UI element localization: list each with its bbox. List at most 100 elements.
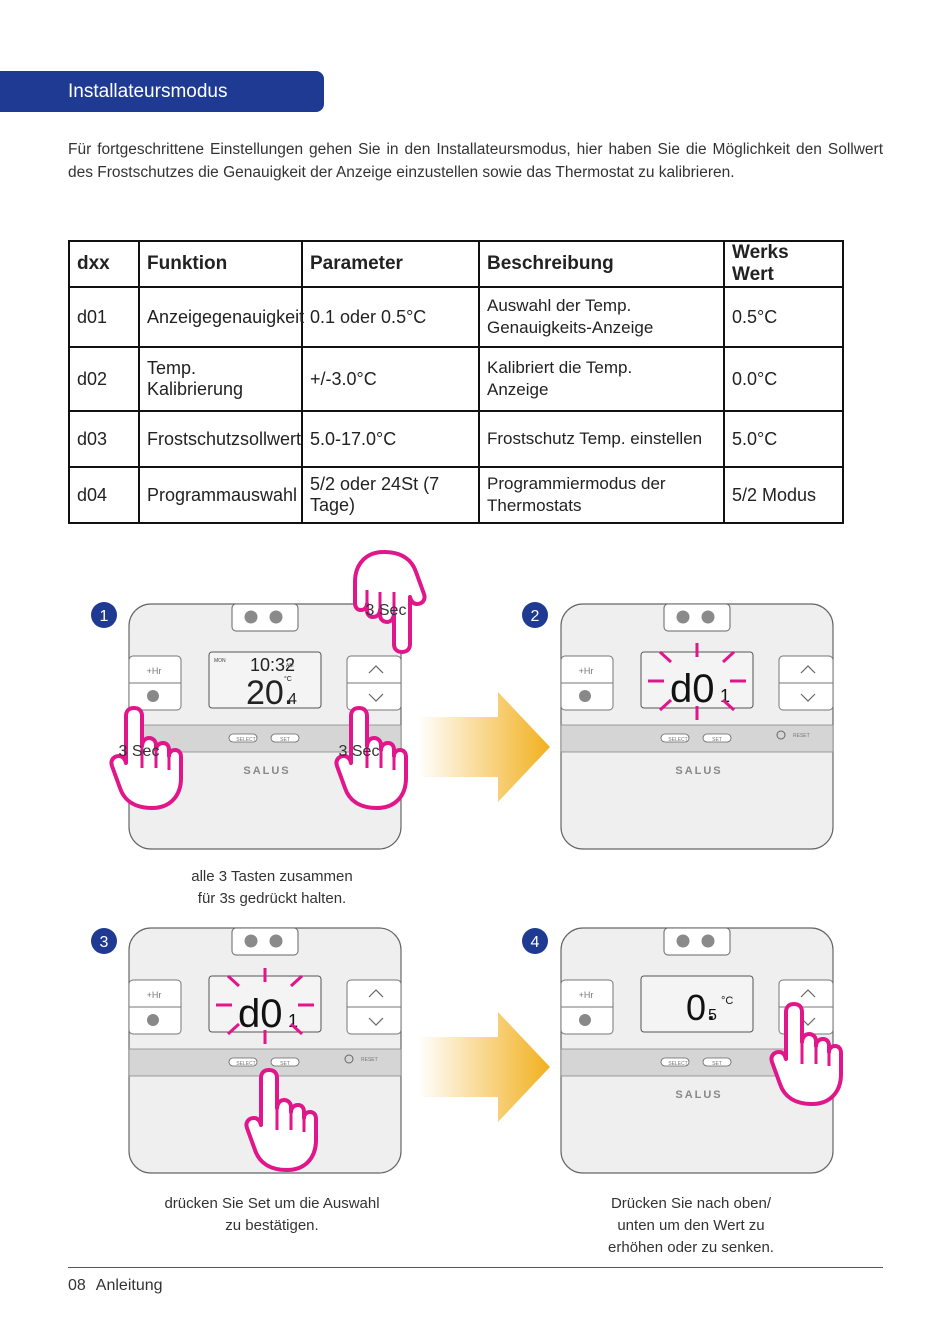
caption-line: zu bestätigen. [225,1217,319,1234]
description-line: Thermostats [487,496,582,515]
reset-label: RESET [361,1057,378,1063]
cell-code: d04 [68,466,140,524]
cell-function: Frostschutzsollwert [138,410,303,468]
hr-label: +Hr [147,666,162,676]
cell-default: 0.0°C [723,346,844,412]
cell-description: Kalibriert die Temp. Anzeige [478,346,725,412]
step-4-illustration: 4 +Hr SELECT SET SALUS 0. 5 °C [418,927,843,1174]
display-code: d0 [670,667,715,711]
cell-code: d01 [68,286,140,348]
cell-parameter: 5.0-17.0°C [301,410,480,468]
hr-label: +Hr [579,990,594,1000]
reset-button [344,1054,354,1064]
brand-logo: SALUS [675,1089,722,1101]
arrow-right-icon [418,692,550,802]
step-3-illustration: 3 +Hr SELECT SET RESET d0 1 [91,927,402,1174]
cell-parameter: 0.1 oder 0.5°C [301,286,480,348]
set-label: SET [280,737,290,743]
step-number: 1 [100,608,109,625]
table-row: d03 Frostschutzsollwert 5.0-17.0°C Frost… [68,410,844,468]
display-temp: 20. [246,674,293,712]
hr-label: +Hr [147,990,162,1000]
step-number-badge [522,602,548,628]
cell-parameter: 5/2 oder 24St (7 Tage) [301,466,480,524]
set-label: SET [712,1061,722,1067]
header-funktion: Funktion [138,240,303,288]
cell-description: Frostschutz Temp. einstellen [478,410,725,468]
step-3-caption: drücken Sie Set um die Auswahl zu bestät… [140,1193,404,1237]
caption-line: für 3s gedrückt halten. [197,890,347,907]
flash-rays-icon [648,643,746,720]
footer-divider [68,1267,883,1268]
table-row: d02 Temp. Kalibrierung +/-3.0°C Kalibrie… [68,346,844,412]
display-value-decimal: 5 [708,1007,717,1024]
brand-logo: SALUS [675,765,722,777]
display-unit: °C [721,995,733,1007]
hr-label: +Hr [579,666,594,676]
cell-function: Temp. Kalibrierung [138,346,303,412]
set-label: SET [280,1061,290,1067]
step-1-caption: alle 3 Tasten zusammen für 3s gedrückt h… [150,866,394,910]
display-temp-decimal: 4 [288,691,297,708]
caption-line: unten um den Wert zu [617,1217,765,1234]
display-am: AM [286,663,294,669]
intro-paragraph: Für fortgeschrittene Einstellungen gehen… [68,141,883,181]
footer-label: Anleitung [95,1277,163,1294]
parameter-table: dxx Funktion Parameter Beschreibung Werk… [68,240,844,524]
display-value: 0. [686,987,716,1028]
description-line: Frostschutz Temp. einstellen [487,429,703,448]
description-line: Kalibriert die Temp. [487,358,633,377]
reset-label: RESET [793,733,810,739]
header-werks-wert: Werks Wert [723,240,844,288]
brand-logo: SALUS [243,765,290,777]
cell-code: d02 [68,346,140,412]
display-unit: °C [284,675,292,683]
step-number-badge [91,602,117,628]
step-number-badge [91,928,117,954]
cell-default: 0.5°C [723,286,844,348]
cell-default: 5.0°C [723,410,844,468]
cell-function: Anzeigegenauigkeit [138,286,304,348]
cell-default: 5/2 Modus [723,466,844,524]
display-code-suffix: 1 [720,686,730,706]
cell-function: Programmauswahl [138,466,303,524]
hold-duration-label: 3 Sec [366,602,407,619]
description-line: Genauigkeits-Anzeige [487,318,654,337]
select-label: SELECT [668,1061,687,1067]
table-row: d04 Programmauswahl 5/2 oder 24St (7 Tag… [68,466,844,524]
flash-rays-icon [216,968,314,1044]
section-title: Installateursmodus [0,71,324,112]
page-footer: 08 Anleitung [68,1277,163,1295]
cell-description: Auswahl der Temp. Genauigkeits-Anzeige [478,286,725,348]
step-number: 4 [531,934,540,951]
caption-line: drücken Sie Set um die Auswahl [164,1195,380,1212]
arrow-right-icon [418,1012,550,1122]
description-line: Anzeige [487,380,549,399]
cell-code: d03 [68,410,140,468]
select-label: SELECT [668,737,687,743]
display-day: MON [214,658,226,664]
select-label: SELECT [236,737,255,743]
reset-button [776,730,786,740]
cell-parameter: +/-3.0°C [301,346,480,412]
header-parameter: Parameter [301,240,480,288]
caption-line: erhöhen oder zu senken. [608,1239,774,1256]
step-4-caption: Drücken Sie nach oben/ unten um den Wert… [571,1193,811,1259]
description-line: Auswahl der Temp. [487,296,632,315]
display-code: d0 [238,992,283,1036]
hold-duration-label: 3 Sec [339,743,380,760]
display-time: 10:32 [250,655,295,675]
set-label: SET [712,737,722,743]
step-number: 3 [100,934,109,951]
display-code-suffix: 1 [288,1011,298,1031]
step-2-illustration: 2 +Hr SELECT SET RESET SALUS d0 1 [418,602,834,850]
step-number: 2 [531,608,540,625]
step-number-badge [522,928,548,954]
step-1-illustration: 1 +Hr SELECT SET SALUS MON 10:32 AM 20. … [91,550,427,850]
page-number: 08 [68,1277,86,1294]
thermostat-device [560,603,834,850]
hold-duration-label: 3 Sec [119,743,160,760]
table-header-row: dxx Funktion Parameter Beschreibung Werk… [68,240,844,288]
